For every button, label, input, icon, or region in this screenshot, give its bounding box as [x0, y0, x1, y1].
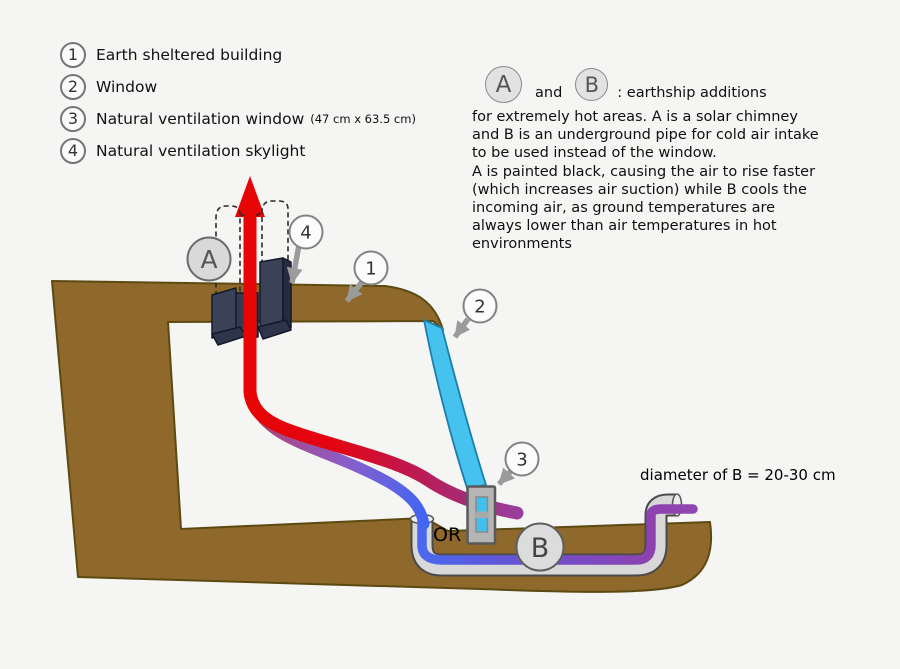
window-glass [422, 318, 488, 490]
description-line: for extremely hot areas. A is a solar ch… [472, 109, 798, 125]
description-line: incoming air, as ground temperatures are [472, 200, 776, 217]
callout-3: 3 [504, 441, 540, 477]
legend-number-badge: 3 [60, 105, 86, 132]
callout-a: A [186, 236, 232, 282]
legend-number-badge: 1 [60, 41, 86, 68]
badge-a: A [485, 66, 522, 103]
pointer-to-window [452, 317, 471, 339]
pointer-to-skylight [286, 244, 303, 284]
svg-text:A: A [200, 245, 217, 274]
svg-text:4: 4 [300, 223, 311, 244]
description-line: to be used instead of the window. [472, 145, 717, 162]
description-headline-rest: : earthship additions [617, 85, 767, 101]
callout-2: 2 [462, 288, 498, 324]
svg-text:2: 2 [474, 297, 485, 318]
svg-text:1: 1 [365, 259, 376, 280]
description-line: always lower than air temperatures in ho… [472, 218, 777, 235]
pointer-arrows [286, 244, 516, 486]
callout-4: 4 [288, 214, 324, 250]
legend-label: Natural ventilation window [96, 109, 305, 128]
description-paragraph: for extremely hot areas. A is a solar ch… [472, 108, 872, 254]
description-line: A is painted black, causing the air to r… [472, 163, 816, 180]
svg-text:3: 3 [516, 450, 527, 471]
legend-label: Earth sheltered building [96, 45, 283, 64]
description-conj: and [535, 85, 563, 101]
chimney-arrow-head [235, 176, 265, 217]
description-headline: A and B : earthship additions [472, 66, 872, 103]
pointer-to-building [344, 280, 365, 303]
diagram-callouts: A B 1 2 3 4 [186, 214, 565, 572]
legend-item-building: 1 Earth sheltered building [60, 41, 416, 68]
svg-text:B: B [531, 533, 550, 564]
legend-label: Natural ventilation skylight [96, 141, 306, 160]
description-line: and B is an underground pipe for cold ai… [472, 127, 819, 144]
pipe-diameter-note: diameter of B = 20-30 cm [640, 466, 836, 484]
badge-b: B [575, 68, 609, 101]
legend-number-badge: 2 [60, 73, 86, 100]
description-block: A and B : earthship additions for extrem… [472, 66, 872, 254]
underground-pipe [409, 493, 698, 577]
legend: 1 Earth sheltered building 2 Window 3 Na… [60, 41, 416, 169]
description-line: environments [472, 236, 572, 253]
description-line: (which increases air suction) while B co… [472, 181, 807, 198]
earth-mound [51, 280, 713, 593]
legend-item-skylight: 4 Natural ventilation skylight [60, 137, 416, 164]
legend-note: (47 cm x 63.5 cm) [310, 111, 416, 126]
legend-item-window: 2 Window [60, 73, 416, 100]
callout-b: B [515, 522, 565, 572]
vent-window-frame [466, 485, 497, 545]
pipe-inner-air [417, 504, 698, 565]
pointer-to-vent-window [496, 467, 516, 486]
callout-1: 1 [353, 250, 389, 286]
legend-label: Window [96, 77, 158, 96]
legend-item-vent-window: 3 Natural ventilation window (47 cm x 63… [60, 105, 416, 132]
or-label: OR [433, 524, 462, 546]
legend-number-badge: 4 [60, 137, 86, 164]
